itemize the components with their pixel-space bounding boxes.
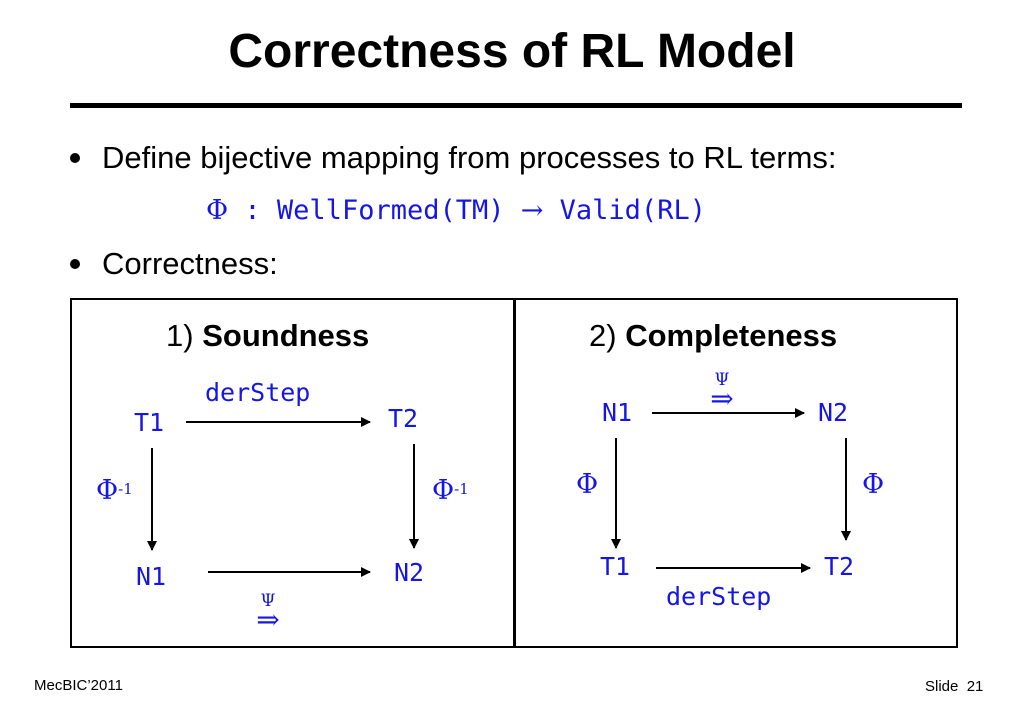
soundness-heading: 1) Soundness [166,318,369,354]
completeness-phi-right: Φ [862,469,885,500]
slide-label: Slide [925,678,959,695]
phi-symbol: Φ [96,475,119,506]
completeness-derstep-label: derStep [666,582,772,611]
bullet-text: Define bijective mapping from processes … [102,140,837,175]
formula-arrow: → [520,195,544,226]
double-arrow-icon: ⇒ [710,382,734,415]
inverse-exponent: -1 [454,480,469,498]
double-arrow-icon: ⇒ [256,603,280,636]
title-underline [70,103,962,108]
completeness-node-t1: T1 [600,552,631,581]
soundness-psi-transition: Ψ ⇒ [248,591,288,636]
completeness-name: Completeness [625,318,838,353]
completeness-node-t2: T2 [824,552,855,581]
footer-slide-number: Slide 21 [925,678,983,696]
soundness-node-n1: N1 [136,562,167,591]
formula-codomain: Valid(RL) [559,195,706,226]
formula-domain: : WellFormed(TM) [244,195,505,226]
footer-conference: MecBIC’2011 [34,677,123,694]
bullet-dot [70,153,80,163]
slide-title: Correctness of RL Model [228,25,796,78]
phi-symbol: Φ [432,475,455,506]
completeness-node-n1: N1 [602,398,633,427]
soundness-phi-inverse-right: Φ-1 [432,476,469,506]
panel-divider [513,298,516,648]
bullet-dot [70,259,80,269]
bullet-text: Correctness: [102,246,278,281]
completeness-heading: 2) Completeness [589,318,837,354]
completeness-node-n2: N2 [818,398,849,427]
soundness-node-t1: T1 [134,408,165,437]
slide-number: 21 [966,678,984,695]
completeness-number: 2) [589,318,617,353]
completeness-phi-left: Φ [576,469,599,500]
soundness-derstep-label: derStep [205,378,311,407]
soundness-number: 1) [166,318,194,353]
soundness-phi-inverse-left: Φ-1 [96,476,133,506]
soundness-node-t2: T2 [388,404,419,433]
psi-symbol: Ψ [714,370,730,390]
soundness-name: Soundness [202,318,370,353]
soundness-node-n2: N2 [394,558,425,587]
psi-symbol: Ψ [260,591,276,611]
mapping-formula: Φ : WellFormed(TM) → Valid(RL) [206,194,706,228]
completeness-psi-transition: Ψ ⇒ [702,370,742,415]
phi-symbol: Φ [206,195,229,226]
inverse-exponent: -1 [118,480,133,498]
